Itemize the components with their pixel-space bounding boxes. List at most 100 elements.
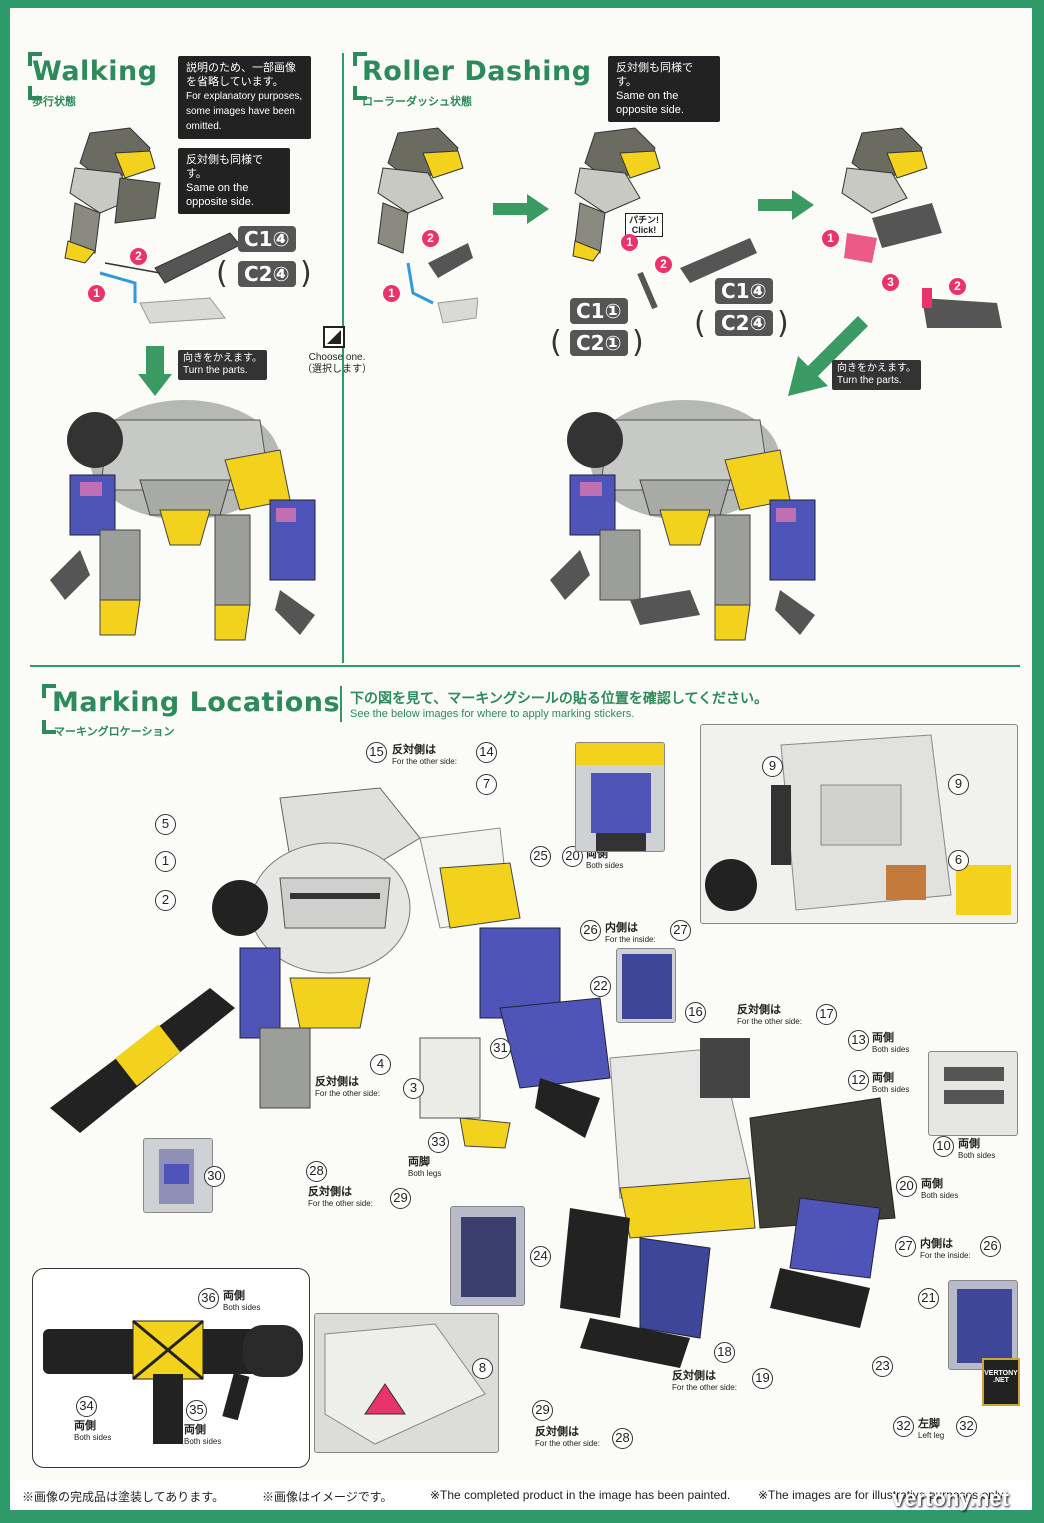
opposite-note-en: Same on the opposite side. <box>186 182 254 208</box>
badge-line2: .NET <box>993 1377 1009 1384</box>
step-number-1: 1 <box>88 285 105 302</box>
marking-title: Marking Locations <box>52 687 341 718</box>
walking-robot-figure <box>50 400 316 641</box>
step-number-2: 2 <box>422 230 439 247</box>
roller-turn-parts-tag: 向きをかえます。 Turn the parts. <box>832 360 921 390</box>
choose-jp: （選択します） <box>302 364 372 375</box>
marking-subtitle: マーキングロケーション <box>54 726 175 738</box>
sticker-22: 22 <box>590 976 611 997</box>
step-number-3: 3 <box>882 274 899 291</box>
title-bracket <box>42 684 56 698</box>
step-number-2: 2 <box>949 278 966 295</box>
omitted-note-en: For explanatory purposes, some images ha… <box>186 91 303 132</box>
instruction-sheet: Walking 歩行状態 説明のため、一部画像を省略しています。 For exp… <box>10 8 1032 1510</box>
walking-leg-diagram <box>64 127 241 324</box>
sticker-26: 26 <box>580 920 601 941</box>
rifle-diagram <box>43 1319 303 1444</box>
part-code-c2-4: C2④ <box>715 310 773 336</box>
claw-part <box>139 297 226 324</box>
walking-subtitle: 歩行状態 <box>32 96 76 108</box>
click-jp: パチン! <box>629 215 659 225</box>
footer-en2: ※The images are for illustrative purpose… <box>758 1488 1006 1502</box>
vertony-badge: VERTONY .NET <box>982 1358 1020 1406</box>
paren-left: ( <box>694 306 706 341</box>
roller-step1-diagram <box>377 127 478 324</box>
sticker-36: 36 <box>198 1288 219 1309</box>
arm-detail <box>622 954 672 1019</box>
footer: ※画像の完成品は塗装してあります。 ※画像はイメージです。 ※The compl… <box>10 1480 1032 1510</box>
roller-turn-jp: 向きをかえます。 <box>837 363 916 374</box>
sticker-8: 8 <box>472 1358 493 1379</box>
omitted-note: 説明のため、一部画像を省略しています。 For explanatory purp… <box>178 56 311 139</box>
detail-panel-back <box>575 742 665 852</box>
foot-detail <box>324 1323 486 1445</box>
watermark: vertony.net <box>892 1486 1009 1511</box>
title-bracket <box>353 52 367 66</box>
sticker-33: 33 <box>428 1132 449 1153</box>
sticker-32: 32 <box>956 1416 977 1437</box>
roller-turn-en: Turn the parts. <box>837 375 902 386</box>
sticker-29: 29 <box>532 1400 553 1421</box>
front-robot-figure <box>50 787 611 1149</box>
roller-subtitle: ローラーダッシュ状態 <box>362 96 472 108</box>
down-arrow <box>138 346 172 396</box>
part-code-c2-1: C2① <box>570 330 628 356</box>
sticker-4: 4 <box>370 1054 391 1075</box>
marking-desc-en: See the below images for where to apply … <box>350 708 635 720</box>
detail-panel-22 <box>616 948 676 1023</box>
sticker-28: 28 <box>612 1428 633 1449</box>
sticker-28: 28 <box>306 1161 327 1182</box>
sticker-3: 3 <box>403 1078 424 1099</box>
detail-panel-top-right <box>700 724 1018 924</box>
roller-note-jp: 反対側も同様です。 <box>616 62 693 88</box>
sticker-19: 19 <box>752 1368 773 1389</box>
opposite-side-note: 反対側も同様です。 Same on the opposite side. <box>178 148 290 214</box>
detail-panel-30 <box>143 1138 213 1213</box>
cockpit-detail <box>705 734 1011 915</box>
sticker-17: 17 <box>816 1004 837 1025</box>
leg-detail <box>461 1217 516 1297</box>
detail-panel-24 <box>450 1206 525 1306</box>
sticker-18: 18 <box>714 1342 735 1363</box>
paren-left: ( <box>550 325 562 360</box>
step-number-1: 1 <box>621 234 638 251</box>
sticker-35: 35 <box>186 1400 207 1421</box>
roller-opposite-note: 反対側も同様です。 Same on the opposite side. <box>608 56 720 122</box>
title-bracket <box>28 52 42 66</box>
sticker-2: 2 <box>155 890 176 911</box>
rear-robot-figure <box>560 1038 896 1368</box>
sticker-27: 27 <box>670 920 691 941</box>
title-bracket <box>353 86 367 100</box>
paren-right: ) <box>777 306 789 341</box>
sticker-30: 30 <box>204 1166 225 1187</box>
assembly-arrow <box>104 262 161 274</box>
shin-detail <box>957 1289 1012 1363</box>
part-code-c1-4: C1④ <box>238 226 296 252</box>
hip-detail <box>159 1149 194 1204</box>
section-divider-horizontal <box>30 665 1020 667</box>
sticker-15: 15 <box>366 742 387 763</box>
click-badge: パチン! Click! <box>625 213 663 237</box>
part-code-c1-4: C1④ <box>715 278 773 304</box>
diagonal-arrow <box>788 316 868 396</box>
roller-title: Roller Dashing <box>362 56 592 87</box>
sticker-9: 9 <box>762 756 783 777</box>
marking-desc-jp: 下の図を見て、マーキングシールの貼る位置を確認してください。 <box>350 690 769 706</box>
sticker-1: 1 <box>155 851 176 872</box>
step-number-2: 2 <box>130 248 147 265</box>
sticker-26: 26 <box>980 1236 1001 1257</box>
click-en: Click! <box>631 225 657 235</box>
title-bracket <box>28 86 42 100</box>
opposite-note-jp: 反対側も同様です。 <box>186 154 263 180</box>
turn-parts-tag: 向きをかえます。 Turn the parts. <box>178 350 267 380</box>
assembly-arrow <box>99 271 137 303</box>
choose-one-label: Choose one. （選択します） <box>302 352 372 376</box>
